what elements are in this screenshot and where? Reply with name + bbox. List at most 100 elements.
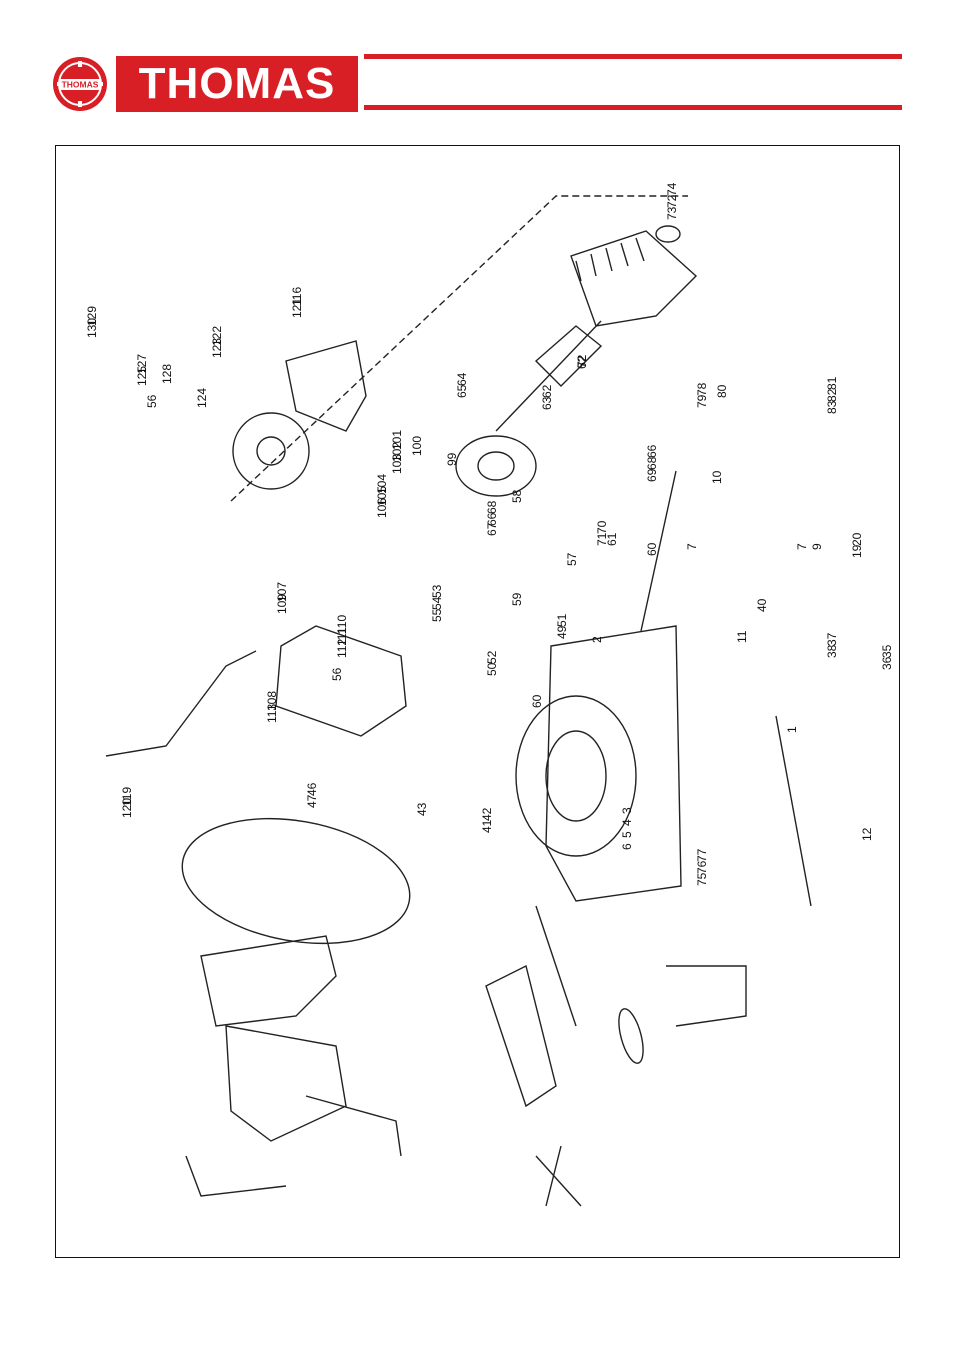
part-number-label: 121	[290, 298, 304, 318]
part-number-label: 57	[565, 552, 579, 566]
part-number-label: 113	[265, 704, 279, 723]
part-number-label: 10	[710, 470, 724, 484]
part-number-label: 67	[485, 522, 499, 536]
part-number-label: 19	[850, 544, 864, 558]
part-number-label: 56	[145, 394, 159, 408]
part-number-label: 76	[695, 860, 709, 874]
part-number-label: 128	[160, 364, 174, 384]
part-number-label: 40	[755, 598, 769, 612]
part-number-label: 63	[540, 396, 554, 410]
part-number-label: 49	[555, 625, 569, 639]
part-number-label: 109	[275, 594, 289, 614]
part-number-label: 51	[555, 613, 569, 627]
part-number-label: 62	[575, 355, 589, 369]
diagram-canvas: 1234567791011121314151718192021222324252…	[85, 182, 894, 1207]
part-number-label: 106	[375, 498, 389, 518]
part-number-label: 104	[375, 474, 389, 494]
part-number-label: 108	[265, 691, 279, 711]
part-number-label: 7	[795, 543, 809, 550]
part-number-label: 53	[430, 584, 444, 598]
company-seal-logo: THOMAS	[52, 56, 108, 112]
part-number-label: 6	[620, 843, 634, 850]
part-number-label: 60	[645, 542, 659, 556]
header-rule-top	[364, 54, 902, 59]
part-number-label: 81	[825, 376, 839, 390]
part-number-label: 127	[135, 354, 149, 374]
part-number-label: 60	[530, 694, 544, 708]
part-number-label: 100	[410, 436, 424, 456]
part-number-label: 56	[330, 667, 344, 681]
part-number-label: 64	[455, 372, 469, 386]
part-number-label: 72	[665, 194, 679, 208]
part-number-label: 66	[645, 444, 659, 458]
part-number-label: 129	[85, 306, 99, 326]
part-number-label: 111	[335, 627, 349, 646]
part-number-label: 9	[810, 543, 824, 550]
part-number-label: 80	[715, 384, 729, 398]
header: THOMAS THOMAS	[0, 0, 954, 130]
part-number-label: 73	[665, 206, 679, 220]
part-number-label: 52	[485, 650, 499, 664]
part-number-label: 71	[595, 532, 609, 546]
part-number-label: 77	[695, 848, 709, 862]
exploded-parts-diagram: 1234567791011121314151718192021222324252…	[55, 145, 900, 1258]
part-number-label: 11	[735, 630, 749, 643]
part-number-label: 75	[695, 872, 709, 886]
part-number-label: 7	[685, 543, 699, 550]
part-number-label: 99	[445, 452, 459, 466]
part-number-label: 68	[485, 500, 499, 514]
part-number-label: 42	[480, 807, 494, 821]
part-number-label: 123	[210, 338, 224, 358]
part-number-label: 103	[390, 454, 404, 474]
part-number-label: 43	[415, 802, 429, 816]
part-number-label: 50	[485, 662, 499, 676]
part-number-label: 3	[620, 807, 634, 814]
svg-text:THOMAS: THOMAS	[62, 80, 99, 90]
part-number-label: 4	[620, 819, 634, 826]
part-number-label: 82	[825, 388, 839, 402]
part-number-label: 38	[825, 644, 839, 658]
part-number-label: 68	[645, 456, 659, 470]
brand-logo-box: THOMAS	[116, 56, 358, 112]
part-number-label: 125	[135, 366, 149, 386]
part-number-label: 122	[210, 326, 224, 346]
part-number-label: 70	[595, 520, 609, 534]
part-number-label: 120	[120, 798, 134, 818]
part-number-label: 112	[335, 639, 349, 658]
part-number-label: 101	[390, 430, 404, 450]
part-number-label: 78	[695, 382, 709, 396]
part-number-label: 65	[455, 384, 469, 398]
part-number-label: 46	[305, 782, 319, 796]
part-number-label: 12	[860, 827, 874, 841]
part-number-label: 41	[480, 819, 494, 833]
part-number-label: 61	[605, 532, 619, 546]
part-number-label: 35	[880, 644, 894, 658]
part-number-label: 55	[430, 608, 444, 622]
part-number-label: 116	[290, 287, 304, 306]
part-number-label: 36	[880, 656, 894, 670]
part-number-label: 69	[645, 468, 659, 482]
part-number-label: 79	[695, 394, 709, 408]
part-number-label: 102	[390, 442, 404, 462]
part-number-label: 124	[195, 388, 209, 408]
header-rule-bottom	[364, 105, 902, 110]
part-number-label: 62	[540, 384, 554, 398]
part-number-label: 72	[575, 354, 589, 368]
part-number-label: 66	[485, 512, 499, 526]
part-number-label: 54	[430, 596, 444, 610]
part-number-label: 74	[665, 182, 679, 196]
part-number-label: 83	[825, 400, 839, 414]
part-number-label: 20	[850, 532, 864, 546]
part-number-label: 2	[590, 636, 604, 643]
part-number-label: 59	[510, 592, 524, 606]
part-number-label: 5	[620, 831, 634, 838]
brand-name: THOMAS	[138, 59, 336, 108]
part-number-label: 119	[120, 787, 134, 806]
part-number-label: 130	[85, 318, 99, 338]
part-number-label: 37	[825, 632, 839, 646]
part-number-label: 47	[305, 794, 319, 808]
part-number-label: 1	[785, 726, 799, 733]
part-number-label: 107	[275, 582, 289, 602]
part-number-label: 110	[335, 615, 349, 634]
part-number-label: 105	[375, 486, 389, 506]
